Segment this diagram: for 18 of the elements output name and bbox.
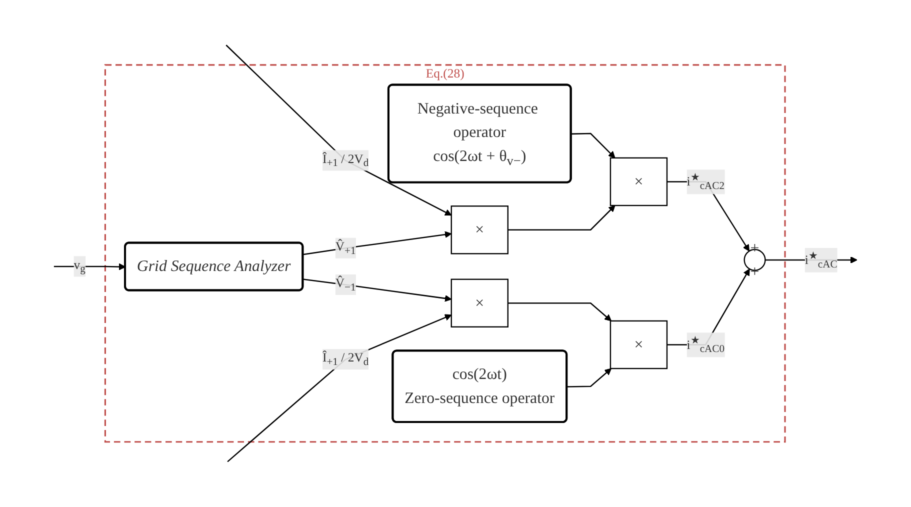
- arrow: [566, 368, 612, 388]
- arrow: [508, 302, 612, 322]
- arrow: [508, 205, 616, 231]
- node-box: ×: [610, 157, 668, 206]
- edge-label: V̂$_{+1}$: [335, 240, 356, 256]
- edge-label: v$_{g}$: [74, 258, 86, 275]
- arrow: [226, 44, 452, 216]
- node-box: ×: [450, 206, 508, 254]
- arrow: [571, 133, 616, 158]
- arrow: [227, 314, 452, 462]
- node-box: ×: [610, 320, 668, 370]
- arrow: [302, 278, 452, 302]
- node-box: ×: [450, 278, 508, 328]
- arrow: [302, 231, 452, 256]
- edge-label: Î$_{+1}$ / 2V$_{d}$: [322, 152, 369, 169]
- edge-label: V̂$_{−1}$: [335, 276, 356, 293]
- arrow: [54, 263, 126, 270]
- edge-label: Î$_{+1}$ / 2V$_{d}$: [322, 351, 369, 368]
